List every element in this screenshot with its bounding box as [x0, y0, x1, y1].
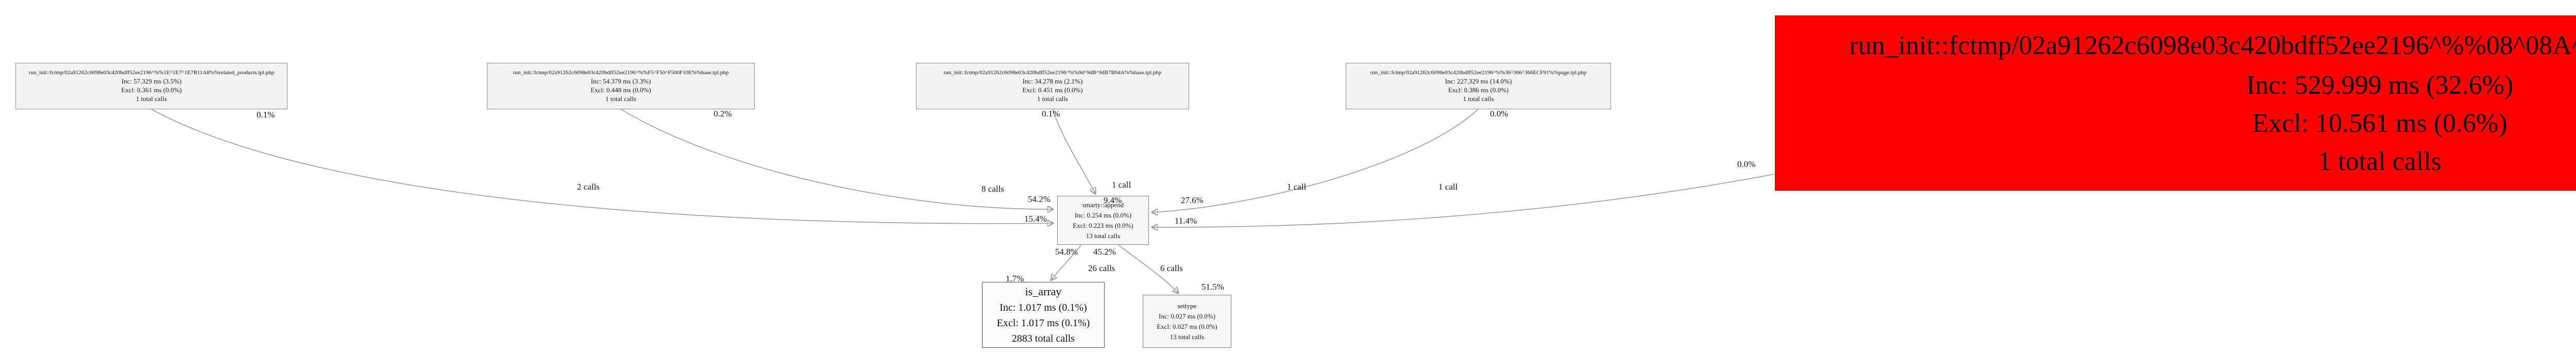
edge-details-tpl-to-smarty-append: [1152, 174, 1775, 227]
node-total-calls: 1 total calls: [1463, 95, 1494, 103]
node-title: run_init::fctmp/02a91262c6098e03c420bdff…: [943, 70, 1162, 76]
edge-label-call-count: 26 calls: [1088, 263, 1115, 273]
edge-label-cost-pct: 0.0%: [1737, 159, 1756, 169]
node-title: run_init::fctmp/02a91262c6098e03c420bdff…: [1370, 70, 1587, 76]
node-details-tpl-critical: run_init::fctmp/02a91262c6098e03c420bdff…: [1775, 15, 2576, 191]
node-inclusive-time: Inc: 0.254 ms (0.0%): [1074, 211, 1132, 219]
edge-page-tpl-to-smarty-append: [1152, 109, 1479, 212]
node-related-products-tpl: run_init::fctmp/02a91262c6098e03c420bdff…: [15, 63, 287, 109]
edge-label-head-pct: 27.6%: [1181, 195, 1204, 205]
node-total-calls: 1 total calls: [1037, 95, 1068, 103]
node-page-tpl: run_init::fctmp/02a91262c6098e03c420bdff…: [1346, 63, 1611, 109]
node-settype: settype Inc: 0.027 ms (0.0%) Excl: 0.027…: [1143, 295, 1231, 348]
edge-base-f500f10e-to-smarty-append: [620, 109, 1053, 209]
node-exclusive-time: Excl: 0.448 ms (0.0%): [590, 86, 651, 94]
node-title: smarty::append: [1082, 200, 1124, 209]
node-inclusive-time: Inc: 1.017 ms (0.1%): [999, 302, 1087, 313]
node-exclusive-time: Excl: 0.223 ms (0.0%): [1073, 221, 1133, 229]
node-inclusive-time: Inc: 227.329 ms (14.0%): [1445, 77, 1512, 85]
node-total-calls: 13 total calls: [1086, 231, 1121, 240]
edge-label-head-pct: 51.5%: [1201, 282, 1224, 292]
node-base-tpl-9db7b94a: run_init::fctmp/02a91262c6098e03c420bdff…: [916, 63, 1189, 109]
edge-label-cost-pct: 0.1%: [1042, 109, 1060, 119]
edge-label-call-count: 1 call: [1287, 182, 1307, 192]
edge-label-cost-pct: 0.0%: [1490, 109, 1509, 119]
node-is-array: is_array Inc: 1.017 ms (0.1%) Excl: 1.01…: [982, 282, 1105, 348]
node-inclusive-time: Inc: 529.999 ms (32.6%): [2246, 71, 2514, 100]
edge-label-call-count: 6 calls: [1160, 263, 1183, 273]
node-inclusive-time: Inc: 54.379 ms (3.3%): [590, 77, 651, 85]
node-title: run_init::fctmp/02a91262c6098e03c420bdff…: [513, 70, 729, 76]
edge-label-head-pct: 54.2%: [1028, 194, 1050, 204]
node-exclusive-time: Excl: 0.386 ms (0.0%): [1448, 86, 1509, 94]
edge-label-head-pct: 15.4%: [1024, 214, 1047, 224]
edge-label-out-pct: 54.8%: [1055, 247, 1078, 257]
node-exclusive-time: Excl: 10.561 ms (0.6%): [2252, 109, 2507, 138]
node-title: run_init::fctmp/02a91262c6098e03c420bdff…: [28, 70, 275, 76]
edge-label-call-count: 2 calls: [577, 182, 600, 192]
node-inclusive-time: Inc: 0.027 ms (0.0%): [1158, 312, 1216, 320]
edge-smarty-append-to-is-array: [1051, 245, 1081, 280]
edge-label-head-pct: 1.7%: [1006, 274, 1024, 283]
node-title: settype: [1177, 301, 1197, 310]
node-total-calls: 2883 total calls: [1011, 333, 1075, 344]
node-total-calls: 1 total calls: [605, 95, 636, 103]
node-title: run_init::fctmp/02a91262c6098e03c420bdff…: [1849, 31, 2576, 60]
edge-label-call-count: 1 call: [1112, 180, 1131, 190]
node-exclusive-time: Excl: 0.361 ms (0.0%): [121, 86, 182, 94]
edge-label-head-pct: 9.4%: [1104, 195, 1122, 205]
edge-related-products-to-smarty-append: [151, 109, 1053, 224]
node-exclusive-time: Excl: 0.451 ms (0.0%): [1022, 86, 1083, 94]
node-total-calls: 13 total calls: [1170, 332, 1205, 341]
node-base-tpl-f500f10e: run_init::fctmp/02a91262c6098e03c420bdff…: [487, 63, 755, 109]
edge-base-9db7b94a-to-smarty-append: [1052, 109, 1095, 194]
node-smarty-append: smarty::append Inc: 0.254 ms (0.0%) Excl…: [1057, 196, 1149, 245]
node-total-calls: 1 total calls: [2318, 147, 2442, 176]
node-inclusive-time: Inc: 57.329 ms (3.5%): [121, 77, 182, 85]
edge-smarty-append-to-settype: [1118, 245, 1178, 293]
node-inclusive-time: Inc: 34.278 ms (2.1%): [1022, 77, 1083, 85]
node-total-calls: 1 total calls: [136, 95, 167, 103]
edge-label-head-pct: 11.4%: [1175, 216, 1197, 226]
edge-label-cost-pct: 0.1%: [257, 110, 275, 120]
edge-label-cost-pct: 0.2%: [714, 109, 732, 119]
edge-label-call-count: 8 calls: [981, 184, 1004, 194]
edge-label-call-count: 1 call: [1438, 182, 1458, 192]
node-title: is_array: [1025, 285, 1062, 298]
edge-label-out-pct: 45.2%: [1093, 247, 1116, 257]
node-exclusive-time: Excl: 1.017 ms (0.1%): [996, 317, 1090, 329]
node-exclusive-time: Excl: 0.027 ms (0.0%): [1157, 322, 1217, 330]
